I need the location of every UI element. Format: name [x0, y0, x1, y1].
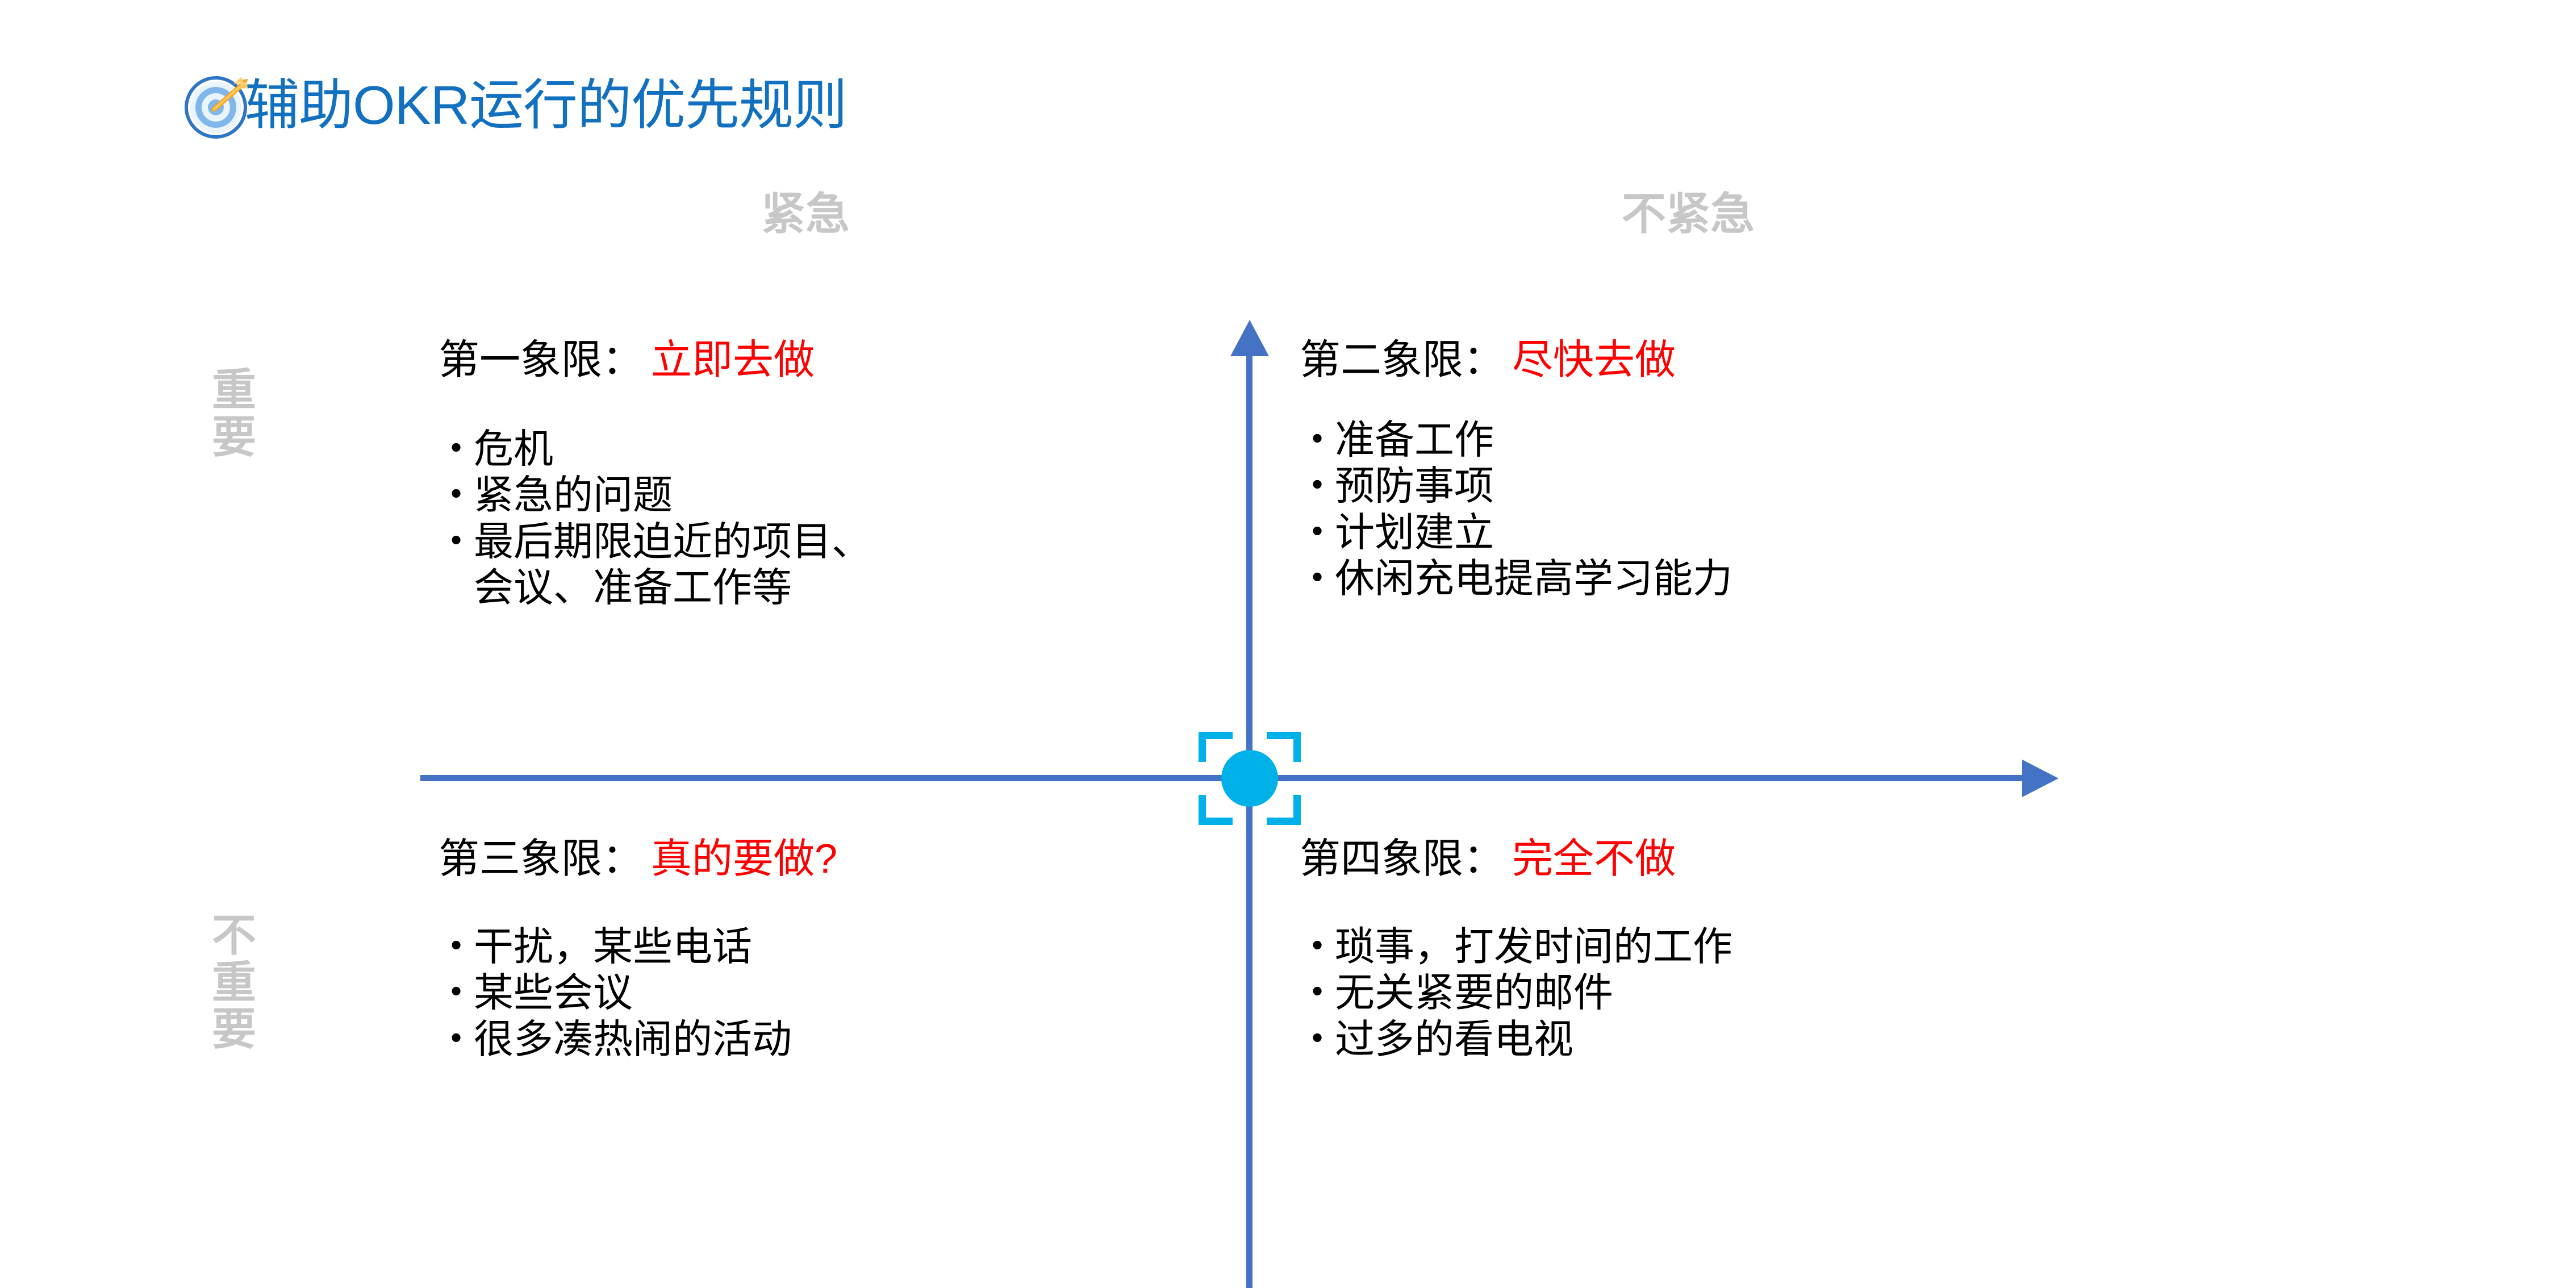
axis-header-important: 重要: [211, 365, 256, 462]
list-item-text: 无关紧要的邮件: [1335, 970, 1613, 1015]
list-item: • 最后期限迫近的项目、会议、准备工作等: [439, 519, 1194, 611]
quadrant-2-heading: 第二象限：尽快去做: [1300, 337, 2106, 383]
target-with-arrow-icon: [185, 72, 252, 139]
center-crosshair-marker: [1199, 732, 1301, 825]
bullet-icon: •: [1312, 1019, 1323, 1055]
list-item-text: 休闲充电提高学习能力: [1335, 556, 1732, 601]
bullet-icon: •: [450, 475, 462, 511]
list-item: • 准备工作: [1300, 417, 2106, 463]
bullet-icon: •: [1312, 512, 1323, 548]
crosshair-bracket-bottom-right: [1267, 795, 1301, 825]
crosshair-center-dot: [1221, 750, 1278, 807]
quadrant-1-label: 第一象限：: [439, 337, 644, 383]
axis-header-not-urgent: 不紧急: [1622, 189, 1755, 239]
list-item: • 过多的看电视: [1300, 1016, 2106, 1062]
list-item: • 无关紧要的邮件: [1300, 970, 2106, 1016]
axis-arrow-right-icon: [2022, 760, 2059, 797]
bullet-icon: •: [1312, 973, 1323, 1009]
list-item-text: 准备工作: [1335, 418, 1494, 462]
quadrant-1-action: 立即去做: [651, 337, 815, 383]
quadrant-1: 第一象限：立即去做 • 危机 • 紧急的问题 • 最后期限迫近的项目、会议、准备…: [439, 337, 1194, 611]
list-item-text: 很多凑热闹的活动: [474, 1016, 792, 1061]
bullet-icon: •: [450, 429, 462, 465]
quadrant-3-heading: 第三象限：真的要做?: [439, 836, 1194, 882]
bullet-icon: •: [450, 927, 462, 963]
quadrant-4-label: 第四象限：: [1300, 836, 1505, 882]
list-item-text: 最后期限迫近的项目、会议、准备工作等: [474, 519, 871, 610]
bullet-icon: •: [1312, 466, 1323, 502]
quadrant-4-heading: 第四象限：完全不做: [1300, 836, 2106, 882]
list-item: • 干扰，某些电话: [439, 924, 1194, 970]
quadrant-3: 第三象限：真的要做? • 干扰，某些电话 • 某些会议 • 很多凑热闹的活动: [439, 836, 1194, 1062]
quadrant-3-label: 第三象限：: [439, 836, 644, 882]
bullet-icon: •: [450, 973, 462, 1009]
axis-header-urgent: 紧急: [761, 189, 850, 239]
quadrant-2-label: 第二象限：: [1300, 337, 1505, 383]
list-item-text: 紧急的问题: [474, 473, 673, 518]
quadrant-2-list: • 准备工作 • 预防事项 • 计划建立 • 休闲充电提高学习能力: [1300, 417, 2106, 602]
list-item-text: 计划建立: [1335, 510, 1494, 555]
bullet-icon: •: [1312, 558, 1323, 594]
list-item: • 计划建立: [1300, 510, 2106, 556]
list-item: • 预防事项: [1300, 463, 2106, 509]
list-item-text: 干扰，某些电话: [474, 924, 752, 969]
list-item: • 休闲充电提高学习能力: [1300, 556, 2106, 602]
vertical-axis: [1246, 335, 1252, 1288]
list-item-text: 危机: [474, 427, 553, 472]
bullet-icon: •: [1312, 927, 1323, 963]
quadrant-1-heading: 第一象限：立即去做: [439, 337, 1194, 383]
bullet-icon: •: [450, 1019, 462, 1055]
list-item-text: 过多的看电视: [1335, 1016, 1573, 1061]
crosshair-bracket-top-left: [1199, 732, 1233, 762]
quadrant-2: 第二象限：尽快去做 • 准备工作 • 预防事项 • 计划建立 • 休闲充电提高学…: [1300, 337, 2106, 602]
quadrant-1-list: • 危机 • 紧急的问题 • 最后期限迫近的项目、会议、准备工作等: [439, 426, 1194, 611]
crosshair-bracket-top-right: [1267, 732, 1301, 762]
list-item: • 很多凑热闹的活动: [439, 1016, 1194, 1062]
list-item-text: 预防事项: [1335, 464, 1494, 508]
crosshair-bracket-bottom-left: [1199, 795, 1233, 825]
bullet-icon: •: [1312, 420, 1323, 456]
list-item: • 某些会议: [439, 970, 1194, 1016]
quadrant-4: 第四象限：完全不做 • 琐事，打发时间的工作 • 无关紧要的邮件 • 过多的看电…: [1300, 836, 2106, 1062]
slide-title-bar: 辅助OKR运行的优先规则: [185, 73, 847, 139]
page-title: 辅助OKR运行的优先规则: [245, 75, 847, 136]
quadrant-2-action: 尽快去做: [1512, 337, 1676, 383]
axis-arrow-up-icon: [1230, 320, 1269, 356]
list-item: • 琐事，打发时间的工作: [1300, 924, 2106, 970]
quadrant-4-list: • 琐事，打发时间的工作 • 无关紧要的邮件 • 过多的看电视: [1300, 924, 2106, 1062]
list-item-text: 某些会议: [474, 970, 633, 1015]
quadrant-4-action: 完全不做: [1512, 836, 1676, 882]
list-item: • 紧急的问题: [439, 472, 1194, 518]
axis-header-not-important: 不重要: [211, 910, 256, 1054]
quadrant-3-list: • 干扰，某些电话 • 某些会议 • 很多凑热闹的活动: [439, 924, 1194, 1062]
quadrant-3-action: 真的要做?: [651, 836, 838, 882]
bullet-icon: •: [450, 521, 462, 557]
list-item-text: 琐事，打发时间的工作: [1335, 924, 1732, 969]
list-item: • 危机: [439, 426, 1194, 472]
